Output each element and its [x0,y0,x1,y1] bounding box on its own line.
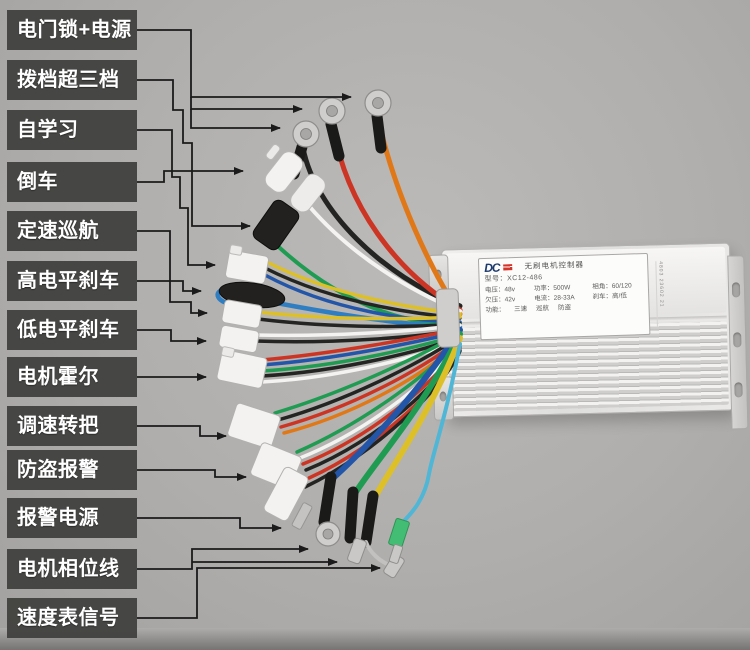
wire-label-brake-low: 低电平刹车 [7,310,137,350]
line-cruise [137,230,208,317]
cruise-connector [221,299,263,329]
annotation-lines-layer [137,29,381,619]
speedo-cyan-wire [400,342,462,525]
wire-label-reverse: 倒车 [7,162,137,202]
line-lock-power-b [190,97,303,113]
wire-label-shift: 拨档超三档 [7,60,137,100]
alarm-power-connector [263,466,309,522]
phase-blue-sleeve [318,471,337,528]
reverse-bullet-nub [265,143,281,161]
ring-terminal-red [318,97,346,125]
throttle-connector [227,402,281,450]
connectors-layer [216,89,461,579]
line-reverse [137,167,244,183]
line-alarm-power [137,517,282,532]
floor-shadow-strip [0,628,750,650]
wire-label-alarm-power: 报警电源 [7,498,137,538]
wire-label-alarm: 防盗报警 [7,450,137,490]
line-shift [137,79,251,230]
cable-gland [435,288,461,348]
wire-label-self-learn: 自学习 [7,110,137,150]
phase-green-hook [347,537,367,565]
line-throttle [137,425,227,440]
phase-green-wire [351,331,463,498]
line-phase-a [137,545,309,570]
reverse-bullet-connector-a [264,151,304,193]
reverse-bullet-connector-b [290,173,326,213]
ring-c-sleeve [371,110,387,154]
hall-connector [216,349,268,389]
speedo-green-sleeve [388,518,410,548]
wire-label-phase: 电机相位线 [7,549,137,589]
wire-label-throttle: 调速转把 [7,406,137,446]
brake-low-connector [218,325,260,353]
shift-connector [252,199,300,251]
phase-blue-wire [328,327,463,483]
phase-blue-ring [315,521,341,547]
hall-tab [221,346,235,358]
phase-yellow-tip [364,540,391,567]
line-speedo [137,564,381,619]
ring-terminal-orange [364,89,392,117]
speedo-crimp [388,544,404,564]
phase-yellow-wire [371,335,463,502]
wire-label-cruise: 定速巡航 [7,211,137,251]
line-brake-high [137,280,202,295]
selflearn-tab [229,244,243,256]
line-selflearn [137,129,216,269]
line-alarm [137,469,247,481]
phase-green-sleeve [344,486,359,544]
wire-label-hall: 电机霍尔 [7,357,137,397]
ring-b-sleeve [325,118,345,162]
phase-yellow-sleeve [360,490,379,548]
wire-label-brake-high: 高电平刹车 [7,261,137,301]
line-brake-low [137,329,207,345]
selflearn-connector [225,249,269,285]
ring-terminal-black [292,120,320,148]
wire-label-speedometer: 速度表信号 [7,598,137,638]
alarm-power-spade [291,502,313,530]
line-lock-power-a [137,29,352,101]
line-lock-power-c [190,109,281,132]
wire-label-lock-power: 电门锁+电源 [7,10,137,50]
